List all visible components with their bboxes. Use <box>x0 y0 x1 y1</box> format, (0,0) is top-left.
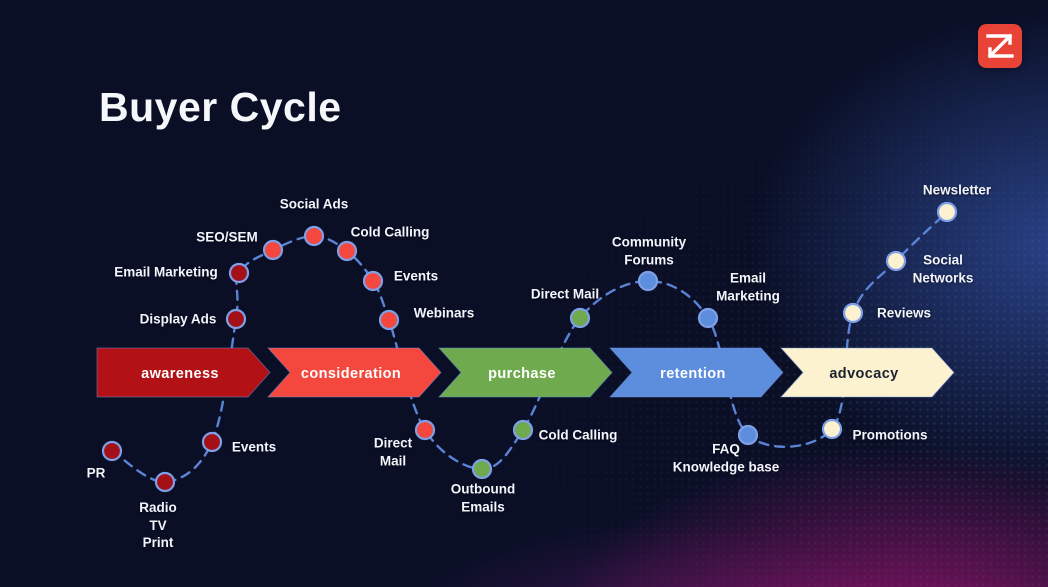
touchpoint-label-email-marketing: Email Marketing <box>114 263 218 281</box>
touchpoint-label-promotions: Promotions <box>852 426 927 444</box>
touchpoint-label-direct-mail: Direct Mail <box>531 285 599 303</box>
label-line: Events <box>393 268 439 284</box>
label-line: TV <box>149 517 167 533</box>
touchpoint-dot-display-ads <box>225 308 247 330</box>
touchpoint-dot-newsletter <box>936 201 958 223</box>
label-line: Radio <box>139 499 177 515</box>
label-line: Knowledge base <box>672 459 780 474</box>
touchpoint-dot-webinars <box>378 309 400 331</box>
label-line: Mail <box>379 453 407 468</box>
page-title: Buyer Cycle <box>99 84 342 130</box>
touchpoint-label-cold-calling: Cold Calling <box>351 223 430 241</box>
stage-arrow-retention <box>608 347 784 398</box>
touchpoint-dot-events <box>201 431 223 453</box>
touchpoint-dot-reviews <box>842 302 864 324</box>
stage-arrow-advocacy <box>779 347 955 398</box>
stage-arrow-purchase <box>437 347 613 398</box>
touchpoint-dot-promotions <box>821 418 843 440</box>
touchpoint-dot-social-networks <box>885 250 907 272</box>
touchpoint-dot-radio-tv-print <box>154 471 176 493</box>
touchpoint-dot-faq-knowledge-base <box>737 424 759 446</box>
label-line: Social Ads <box>279 196 349 212</box>
label-line: Events <box>231 439 277 455</box>
touchpoint-label-webinars: Webinars <box>414 304 475 322</box>
touchpoint-label-pr: PR <box>87 464 106 482</box>
touchpoint-dot-direct-mail <box>569 307 591 329</box>
stage-label-awareness: awareness <box>141 366 219 382</box>
stage-arrow-awareness <box>96 347 271 398</box>
label-line: Social <box>923 252 963 268</box>
stage-label-retention: retention <box>660 366 726 382</box>
stage-label-advocacy: advocacy <box>829 366 898 382</box>
label-line: Cold Calling <box>350 224 430 240</box>
label-line: Print <box>142 534 174 550</box>
label-line: Outbound <box>450 481 516 497</box>
stage-arrow-consideration <box>266 347 442 398</box>
label-line: FAQ <box>712 441 740 457</box>
touchpoint-dot-seo-sem <box>262 239 284 261</box>
label-line: Reviews <box>876 305 932 321</box>
touchpoint-dot-cold-calling <box>512 419 534 441</box>
touchpoint-dot-direct-mail <box>414 419 436 441</box>
label-line: Email <box>729 270 767 286</box>
touchpoint-label-events: Events <box>394 267 438 285</box>
label-line: Newsletter <box>922 182 992 198</box>
touchpoint-dot-cold-calling <box>336 240 358 262</box>
label-line: Display Ads <box>139 311 217 327</box>
label-line: SEO/SEM <box>196 229 258 245</box>
label-line: Cold Calling <box>538 427 618 443</box>
touchpoint-dot-email-marketing <box>228 262 250 284</box>
touchpoint-label-faq-knowledge-base: FAQ Knowledge base <box>673 441 780 476</box>
stage-label-consideration: consideration <box>301 366 401 382</box>
label-line: Webinars <box>413 305 475 321</box>
touchpoint-label-social-ads: Social Ads <box>280 195 349 213</box>
touchpoint-label-reviews: Reviews <box>877 304 931 322</box>
logo-z-glyph <box>986 33 1014 59</box>
label-line: Direct <box>373 435 413 451</box>
touchpoint-label-newsletter: Newsletter <box>923 181 991 199</box>
touchpoint-dot-outbound-emails <box>471 458 493 480</box>
touchpoint-dot-events <box>362 270 384 292</box>
label-line: Email Marketing <box>114 264 218 280</box>
label-line: Promotions <box>852 427 928 443</box>
label-line: Direct Mail <box>530 286 600 302</box>
label-line: PR <box>86 465 106 481</box>
label-line: Community <box>611 234 687 250</box>
touchpoint-dot-email-marketing <box>697 307 719 329</box>
label-line: Networks <box>912 270 974 285</box>
touchpoint-dot-pr <box>101 440 123 462</box>
touchpoint-label-seo-sem: SEO/SEM <box>196 228 258 246</box>
touchpoint-dot-community-forums <box>637 270 659 292</box>
touchpoint-label-cold-calling: Cold Calling <box>539 426 618 444</box>
z-arrows-icon <box>978 24 1022 68</box>
touchpoint-dot-social-ads <box>303 225 325 247</box>
label-line: Emails <box>461 499 505 514</box>
label-line: Marketing <box>716 288 780 303</box>
label-line: Forums <box>624 252 674 267</box>
touchpoint-label-events: Events <box>232 438 276 456</box>
stage-label-purchase: purchase <box>488 366 556 382</box>
touchpoint-label-display-ads: Display Ads <box>140 310 217 328</box>
